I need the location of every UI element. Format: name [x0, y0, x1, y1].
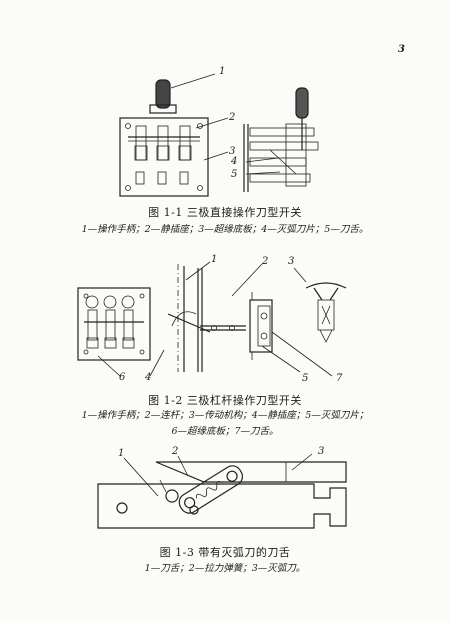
page-number: 3: [398, 44, 405, 55]
figure-1-3-legend-line: 1—刀舌；2—拉力弹簧；3—灭弧刀。: [144, 563, 306, 574]
fig1-callout-5: 5: [231, 169, 237, 180]
fig2-callout-6: 6: [119, 372, 126, 383]
figure-1-3-caption: 图 1-3 带有灭弧刀的刀舌: [159, 546, 291, 559]
figure-1-1-legend-line: 1—操作手柄；2—静插座；3—超缘底板；4—灭弧刀片；5—刀舌。: [81, 224, 369, 235]
figure-1-2-legend-line: 1—操作手柄；2—连杆；3—传动机构；4—静插座；5—灭弧刀片；: [81, 410, 369, 421]
fig3-callout-3: 3: [318, 446, 324, 457]
fig2-callout-5: 5: [302, 373, 308, 384]
figure-1-2-caption: 图 1-2 三极杠杆操作刀型开关: [148, 394, 302, 407]
fig1-callout-4: 4: [230, 156, 237, 167]
figure-1-2-legend: 1—操作手柄；2—连杆；3—传动机构；4—静插座；5—灭弧刀片； 6—超缘底板；…: [0, 408, 450, 440]
fig3-callout-1: 1: [118, 448, 124, 459]
fig2-callout-3: 3: [288, 256, 294, 267]
fig2-callout-4: 4: [144, 372, 151, 383]
figure-1-3-legend: 1—刀舌；2—拉力弹簧；3—灭弧刀。: [0, 561, 450, 577]
figure-1-1-drawing: [119, 73, 319, 197]
fig1-callout-3: 3: [229, 146, 235, 157]
figure-1-1-legend: 1—操作手柄；2—静插座；3—超缘底板；4—灭弧刀片；5—刀舌。: [0, 222, 450, 238]
figure-1-2-drawing: [77, 261, 347, 377]
fig2-callout-2: 2: [261, 256, 268, 267]
fig2-callout-7: 7: [336, 373, 343, 384]
fig1-callout-1: 1: [219, 66, 225, 77]
fig3-callout-2: 2: [171, 446, 178, 457]
fig2-callout-1: 1: [211, 254, 217, 265]
fig1-callout-2: 2: [228, 112, 235, 123]
figure-1-3-drawing: [97, 453, 347, 529]
figure-1-2-legend-line: 6—超缘底板；7—刀舌。: [171, 426, 279, 437]
figure-1-1-caption: 图 1-1 三极直接操作刀型开关: [148, 206, 302, 219]
